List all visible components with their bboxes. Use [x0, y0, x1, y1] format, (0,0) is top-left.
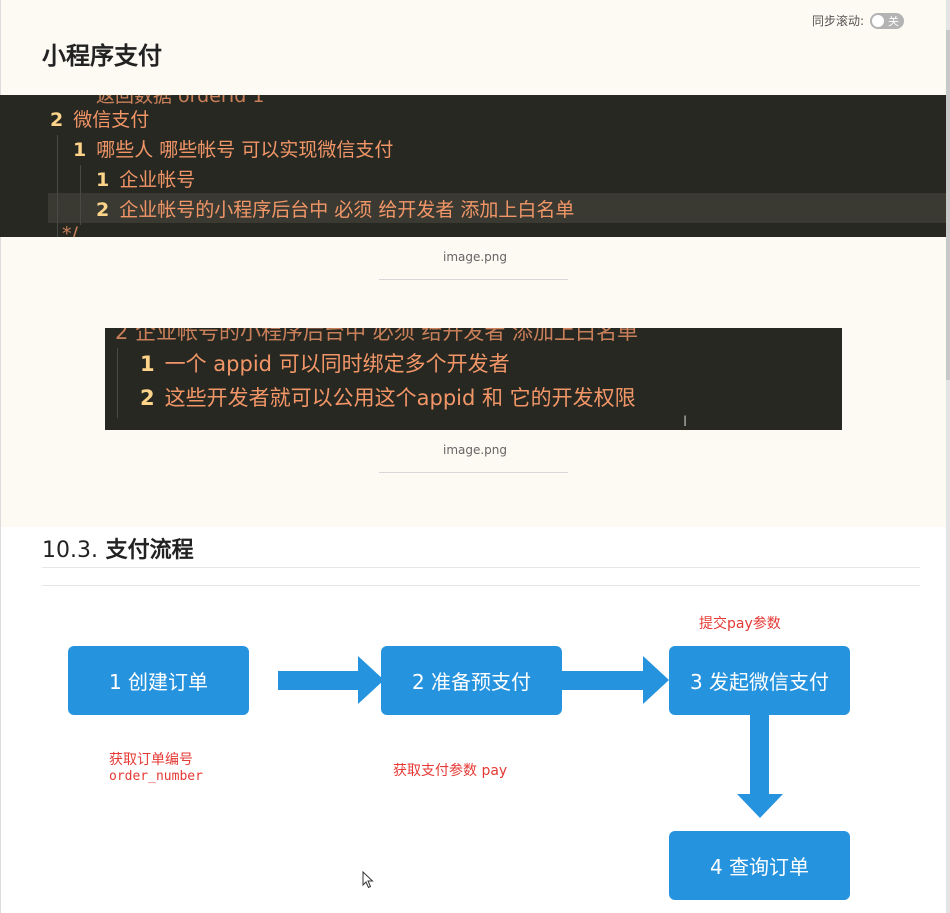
sync-scroll-toggle-text: 关 [888, 14, 899, 28]
arrow-right-icon [562, 671, 644, 690]
image-caption-2: image.png [442, 443, 508, 457]
arrow-right-head-icon [643, 656, 669, 704]
code-line-cut-top: 返回数据 orderId 1 [96, 95, 265, 107]
scrollbar-thumb[interactable] [946, 30, 950, 380]
left-border [0, 0, 1, 913]
sync-scroll-control: 同步滚动: 关 [812, 12, 904, 29]
flow-step-launch-wechat-pay: 3 发起微信支付 [669, 646, 850, 715]
preview-upper-area [0, 0, 946, 527]
indent-guide [117, 348, 118, 418]
current-line-highlight [48, 193, 946, 223]
mouse-pointer-icon [362, 871, 374, 889]
toggle-knob-icon [872, 14, 884, 27]
sync-scroll-label: 同步滚动: [811, 14, 864, 28]
flow-step-prepare-prepay: 2 准备预支付 [381, 646, 562, 715]
section-heading: 10.3. 支付流程 [42, 538, 194, 563]
flow-note-submit-pay: 提交pay参数 [699, 616, 781, 632]
divider [42, 585, 920, 586]
flow-note-order-number: 获取订单编号 [109, 752, 193, 768]
indent-guide [57, 135, 58, 237]
code-line-cut-bottom: */ [62, 223, 78, 237]
scrollbar[interactable] [946, 0, 950, 913]
indent-guide [80, 165, 81, 225]
image-caption-1: image.png [442, 250, 508, 264]
flow-step-create-order: 1 创建订单 [68, 646, 249, 715]
flow-step-query-order: 4 查询订单 [669, 831, 850, 900]
code-line-cut-top: 2 企业帐号的小程序后台中 必须 给开发者 添加上白名单 [115, 328, 639, 344]
arrow-down-icon [750, 715, 769, 795]
page-title: 小程序支付 [42, 42, 162, 70]
arrow-right-head-icon [358, 656, 384, 704]
arrow-down-head-icon [737, 794, 783, 818]
ibeam-cursor-icon: I [683, 414, 688, 430]
caption-underline [379, 472, 568, 473]
flow-note-pay-params: 获取支付参数 pay [393, 763, 508, 779]
caption-underline [379, 279, 568, 280]
flow-note-order-number-code: order_number [109, 769, 203, 784]
divider [42, 567, 920, 568]
sync-scroll-toggle[interactable]: 关 [870, 12, 904, 29]
arrow-right-icon [278, 671, 360, 690]
